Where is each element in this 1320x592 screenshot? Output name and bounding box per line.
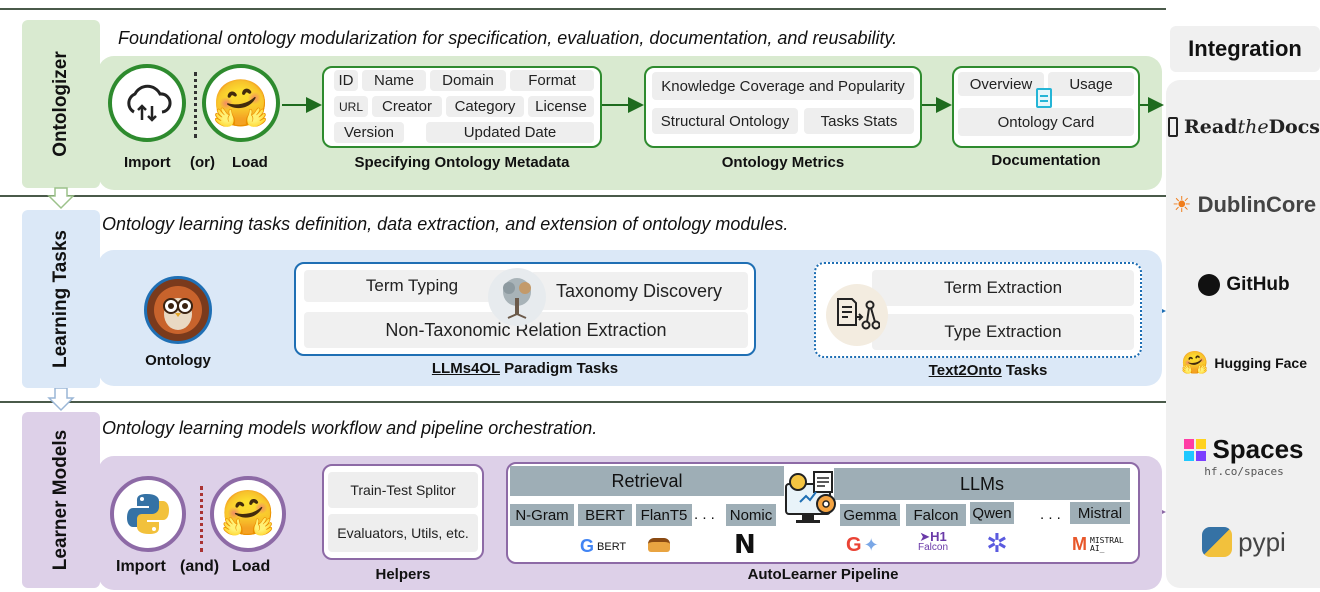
metadata-field: Creator: [372, 96, 442, 117]
import-label: Import: [124, 154, 171, 171]
metadata-field: Version: [334, 122, 404, 143]
tree-brain-icon: [488, 268, 546, 326]
retrieval-header: Retrieval: [510, 466, 784, 496]
google-bert-logo: G BERT: [580, 536, 627, 556]
task-term-extraction: Term Extraction: [872, 270, 1134, 306]
model-mistral: Mistral: [1070, 502, 1130, 524]
metric-item: Structural Ontology: [652, 108, 798, 134]
model-ngram: N-Gram: [510, 504, 574, 526]
metadata-field: Category: [446, 96, 524, 117]
top-divider: [0, 8, 1166, 10]
and-dots: [200, 486, 203, 552]
model-falcon: Falcon: [906, 504, 966, 526]
model-bert: BERT: [578, 504, 632, 526]
llms-header: LLMs: [834, 468, 1130, 500]
pypi-logo: pypi: [1168, 524, 1320, 560]
task-term-typing: Term Typing: [304, 270, 520, 302]
ontology-label: Ontology: [145, 352, 211, 369]
metadata-field: License: [528, 96, 594, 117]
model-flant5: FlanT5: [636, 504, 692, 526]
mistral-logo: M MISTRAL AI_: [1072, 534, 1124, 554]
divider-2: [0, 401, 1166, 403]
model-gemma: Gemma: [840, 504, 900, 526]
dublincore-logo: ☀ DublinCore: [1171, 192, 1317, 217]
helper-item: Evaluators, Utils, etc.: [328, 514, 478, 552]
spaces-logo: Spaces hf.co/spaces: [1168, 428, 1320, 484]
import-label: Import: [116, 558, 166, 575]
sun-icon: ☀: [1171, 192, 1192, 217]
ontologizer-description: Foundational ontology modularization for…: [118, 28, 898, 48]
metadata-field: URL: [334, 96, 368, 117]
metadata-field: Name: [362, 70, 426, 91]
falcon-logo: ➤H1 Falcon: [918, 529, 949, 553]
mistral-m-icon: M: [1072, 534, 1087, 554]
integration-title-box: Integration: [1170, 26, 1320, 72]
metric-item: Tasks Stats: [804, 108, 914, 134]
divider-1: [0, 195, 1166, 197]
book-icon: [1168, 117, 1178, 137]
metric-item: Knowledge Coverage and Popularity: [652, 72, 914, 100]
model-qwen: Qwen: [970, 502, 1014, 524]
qwen-icon: ✲: [986, 528, 1008, 558]
doc-item: Overview: [958, 72, 1044, 96]
integration-panel: [1166, 80, 1320, 588]
load-label: Load: [232, 558, 271, 575]
owl-ontology-icon: [144, 276, 212, 344]
nomic-icon: N: [734, 530, 756, 560]
metadata-caption: Specifying Ontology Metadata: [354, 154, 570, 171]
flan-pudding-icon: [648, 538, 670, 552]
metadata-field: ID: [334, 70, 358, 91]
pipeline-computer-icon: [780, 470, 842, 528]
and-label: (and): [180, 558, 220, 575]
task-taxonomy-discovery: Taxonomy Discovery: [530, 272, 748, 310]
llms-ellipsis: . . .: [1040, 506, 1061, 523]
learning-tasks-label: Learning Tasks: [22, 210, 100, 388]
metadata-field: Updated Date: [426, 122, 594, 143]
hugging-face-icon: 🤗: [210, 476, 286, 552]
pipeline-caption: AutoLearner Pipeline: [747, 566, 899, 583]
doc-item: Usage: [1048, 72, 1134, 96]
ontologizer-label: Ontologizer: [22, 20, 100, 188]
spaces-grid-icon: [1184, 438, 1207, 461]
load-label: Load: [232, 154, 268, 171]
model-nomic: Nomic: [726, 504, 776, 526]
or-dots: [194, 72, 197, 138]
github-logo: GitHub: [1168, 270, 1320, 300]
metadata-field: Domain: [430, 70, 506, 91]
learning-tasks-description: Ontology learning tasks definition, data…: [102, 214, 789, 234]
gemma-logo: G ✦: [846, 534, 879, 557]
google-g-icon: G: [846, 534, 862, 556]
python-icon: [1202, 527, 1233, 557]
helper-item: Train-Test Splitor: [328, 472, 478, 508]
hugging-face-icon: 🤗: [1181, 350, 1209, 375]
llms4ol-caption: LLMs4OL Paradigm Tasks: [431, 360, 619, 377]
metrics-caption: Ontology Metrics: [721, 154, 845, 171]
document-icon: [1036, 88, 1052, 108]
helpers-caption: Helpers: [375, 566, 431, 583]
text2onto-caption: Text2Onto Tasks: [928, 362, 1048, 379]
retrieval-ellipsis: . . .: [694, 506, 715, 523]
doc-item: Ontology Card: [958, 108, 1134, 136]
google-g-icon: G: [580, 536, 595, 556]
hugging-face-icon: 🤗: [202, 64, 280, 142]
text-to-graph-icon: [826, 284, 888, 346]
learner-models-description: Ontology learning models workflow and pi…: [102, 418, 598, 438]
or-label: (or): [190, 154, 215, 171]
learner-models-label: Learner Models: [22, 412, 100, 588]
python-icon: [110, 476, 186, 552]
gemma-star-icon: ✦: [863, 535, 879, 555]
documentation-caption: Documentation: [991, 152, 1101, 169]
metadata-field: Format: [510, 70, 594, 91]
readthedocs-logo: ReadtheDocs: [1168, 112, 1320, 142]
integration-title: Integration: [1188, 36, 1302, 61]
cloud-upload-icon: [108, 64, 186, 142]
github-icon: [1198, 274, 1221, 296]
task-type-extraction: Type Extraction: [872, 314, 1134, 350]
huggingface-logo: 🤗 Hugging Face: [1181, 350, 1307, 375]
